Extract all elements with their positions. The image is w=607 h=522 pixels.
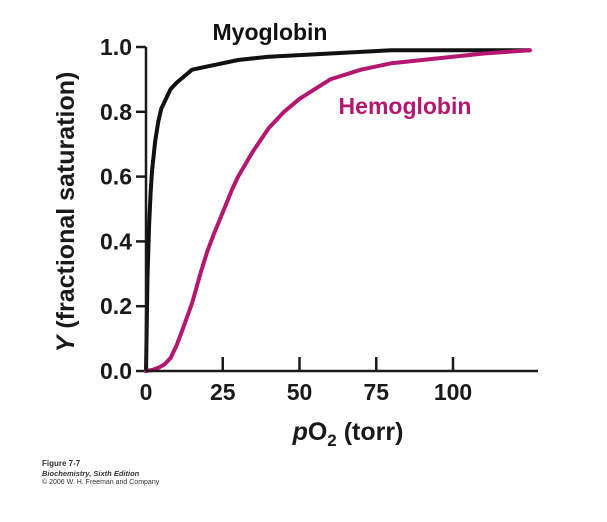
x-axis-title-subscript: 2 [327,431,336,450]
x-tick-label: 25 [210,379,236,405]
x-axis-title-prefix: p [292,418,308,446]
series-layer [144,48,532,373]
series-label-myoglobin: Myoglobin [213,19,328,45]
y-axis-title-rest: (fractional saturation) [52,72,80,336]
series-line-myoglobin [144,48,532,373]
x-tick-label: 50 [287,379,313,405]
y-axis-title-italic: Y [52,333,80,352]
x-tick-label: 75 [363,379,389,405]
y-tick-label: 1.0 [100,34,132,60]
y-tick-label: 0.8 [100,99,132,125]
tick-layer: 0.0 0.2 0.4 0.6 0.8 1.0 0 25 50 75 100 [100,34,472,405]
y-tick-label: 0.0 [100,358,132,384]
x-axis-title: pO2 (torr) [292,418,404,450]
y-tick-label: 0.6 [100,164,132,190]
x-axis-title-suffix: (torr) [337,418,404,446]
figure-caption-book: Biochemistry, Sixth Edition [42,469,140,478]
y-tick-label: 0.2 [100,293,132,319]
x-axis-title-main: O [308,418,327,446]
x-tick-label: 0 [140,379,153,405]
figure-caption-copyright: © 2006 W. H. Freeman and Company [42,479,160,486]
x-tick-label: 100 [434,379,472,405]
series-label-hemoglobin: Hemoglobin [339,93,472,119]
y-axis-title: Y (fractional saturation) [52,72,80,353]
figure-caption-number: Figure 7-7 [42,459,81,468]
y-tick-label: 0.4 [100,228,132,254]
series-line-hemoglobin [144,48,532,373]
